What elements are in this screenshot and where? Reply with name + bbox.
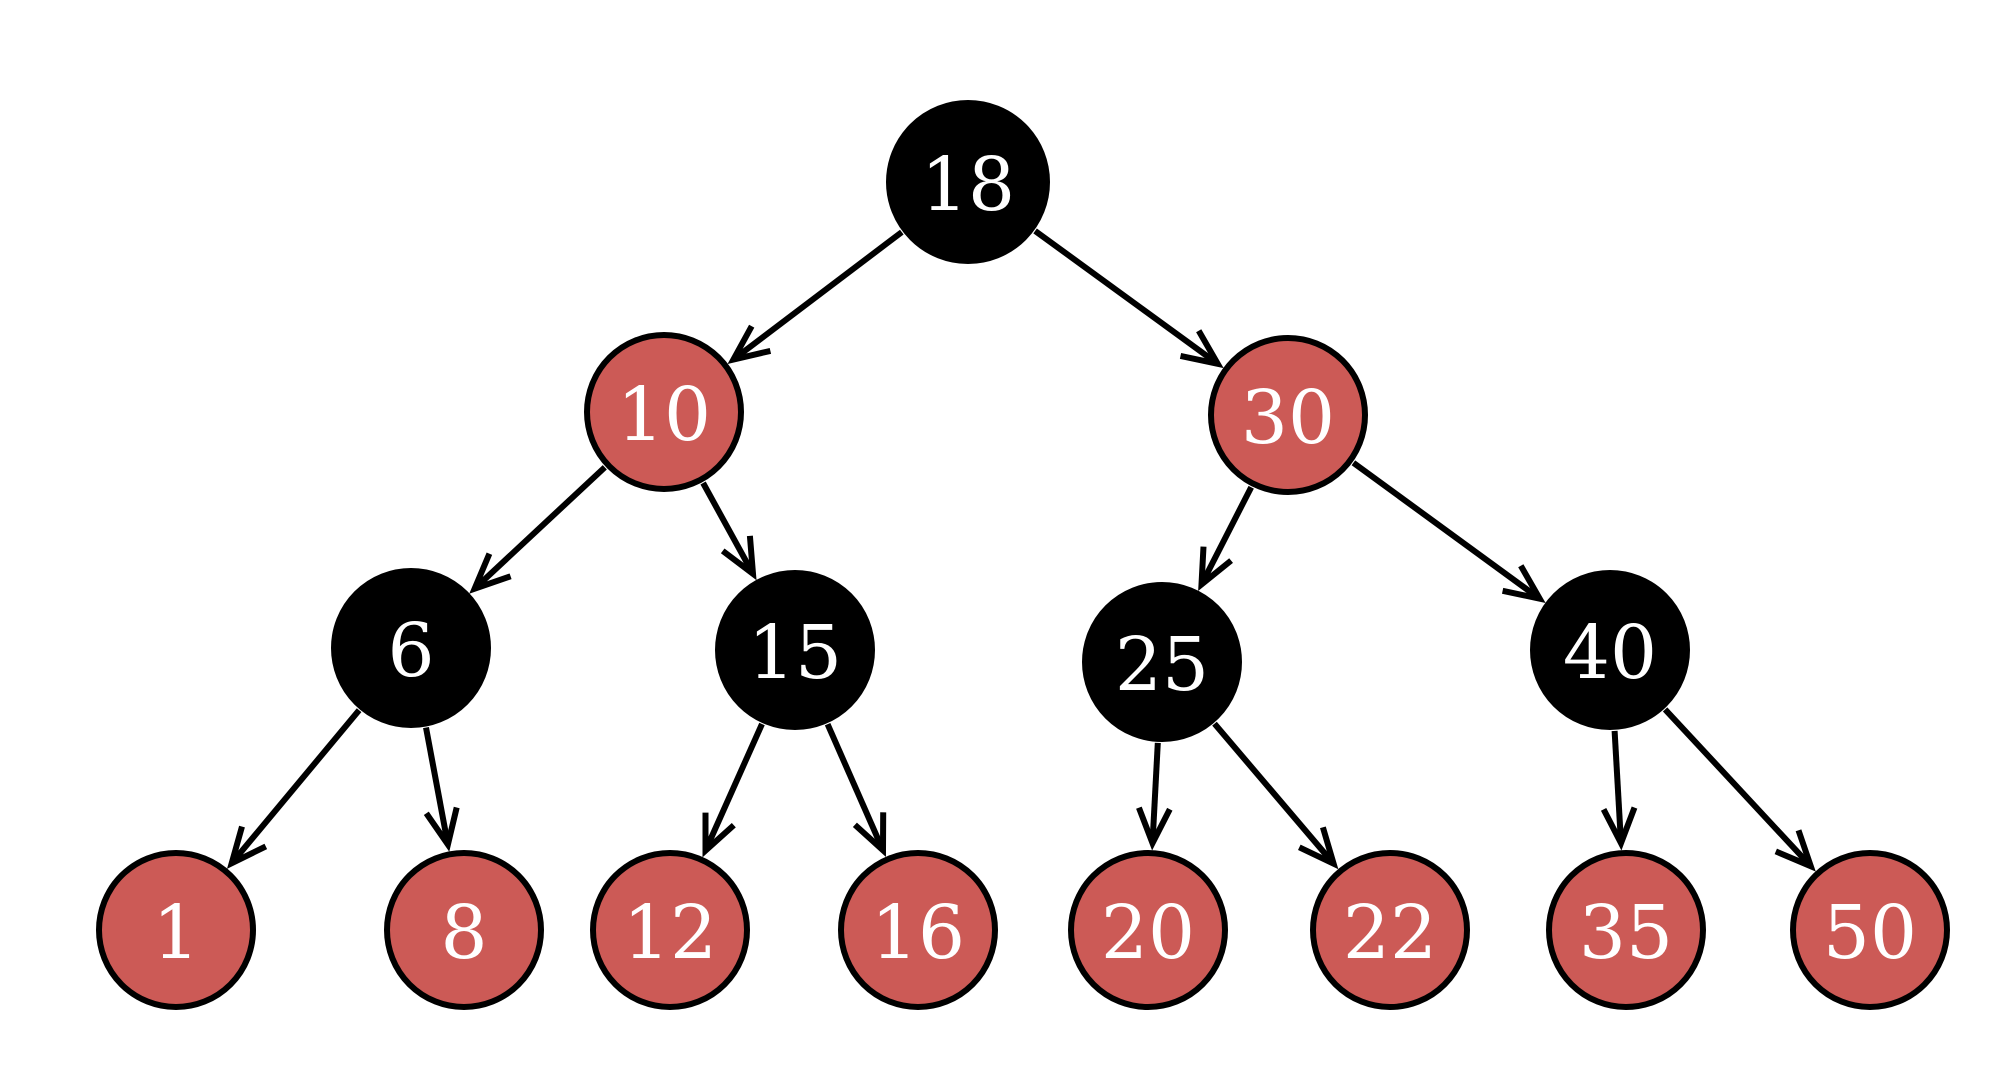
tree-edge [702, 722, 765, 858]
tree-node-6[interactable]: 6 [331, 568, 491, 728]
tree-node-16[interactable]: 16 [838, 850, 998, 1010]
tree-edge [226, 708, 362, 869]
edge-arrowhead-icon [1179, 329, 1224, 369]
tree-node-35[interactable]: 35 [1546, 850, 1706, 1010]
tree-edge [727, 229, 904, 364]
node-circle-red[interactable] [838, 850, 998, 1010]
edge-arrowhead-icon [852, 812, 887, 858]
edge-arrowhead-icon [727, 324, 772, 364]
node-circle-black[interactable] [1530, 570, 1690, 730]
tree-edge [1198, 485, 1254, 592]
tree-edge [423, 727, 460, 852]
edge-arrowhead-icon [1774, 829, 1816, 872]
edge-arrowhead-icon [226, 825, 268, 869]
tree-node-30[interactable]: 30 [1208, 335, 1368, 495]
tree-edge [1212, 721, 1339, 870]
tree-edge [700, 481, 757, 581]
node-circle-black[interactable] [1082, 582, 1242, 742]
node-circle-red[interactable] [1310, 850, 1470, 1010]
node-circle-black[interactable] [715, 570, 875, 730]
node-circle-red[interactable] [584, 332, 744, 492]
node-circle-red[interactable] [1208, 335, 1368, 495]
tree-edge [1136, 742, 1173, 851]
node-circle-black[interactable] [331, 568, 491, 728]
edges-layer [226, 228, 1816, 872]
tree-node-10[interactable]: 10 [584, 332, 744, 492]
tree-node-20[interactable]: 20 [1068, 850, 1228, 1010]
edge-arrowhead-icon [1298, 826, 1339, 870]
tree-node-40[interactable]: 40 [1530, 570, 1690, 730]
tree-node-50[interactable]: 50 [1790, 850, 1950, 1010]
node-circle-red[interactable] [384, 850, 544, 1010]
tree-node-1[interactable]: 1 [96, 850, 256, 1010]
node-circle-red[interactable] [96, 850, 256, 1010]
edge-arrowhead-icon [469, 552, 512, 594]
tree-node-8[interactable]: 8 [384, 850, 544, 1010]
tree-node-15[interactable]: 15 [715, 570, 875, 730]
tree-node-25[interactable]: 25 [1082, 582, 1242, 742]
tree-edge [1351, 460, 1546, 604]
tree-node-18[interactable]: 18 [886, 100, 1050, 264]
edge-arrowhead-icon [1600, 806, 1638, 851]
node-circle-red[interactable] [1790, 850, 1950, 1010]
tree-edge [824, 722, 887, 858]
tree-edge [1033, 228, 1224, 369]
tree-node-12[interactable]: 12 [590, 850, 750, 1010]
tree-edge [1600, 730, 1638, 851]
tree-edge [469, 465, 607, 594]
tree-edge [1662, 707, 1816, 872]
edge-arrowhead-icon [702, 812, 736, 858]
edge-arrowhead-icon [1501, 564, 1546, 604]
edge-arrowhead-icon [1136, 806, 1173, 851]
node-circle-red[interactable] [1546, 850, 1706, 1010]
node-circle-red[interactable] [1068, 850, 1228, 1010]
node-circle-black[interactable] [886, 100, 1050, 264]
edge-arrowhead-icon [423, 806, 460, 852]
node-circle-red[interactable] [590, 850, 750, 1010]
edge-arrowhead-icon [720, 535, 757, 581]
edge-arrowhead-icon [1198, 546, 1233, 592]
tree-node-22[interactable]: 22 [1310, 850, 1470, 1010]
